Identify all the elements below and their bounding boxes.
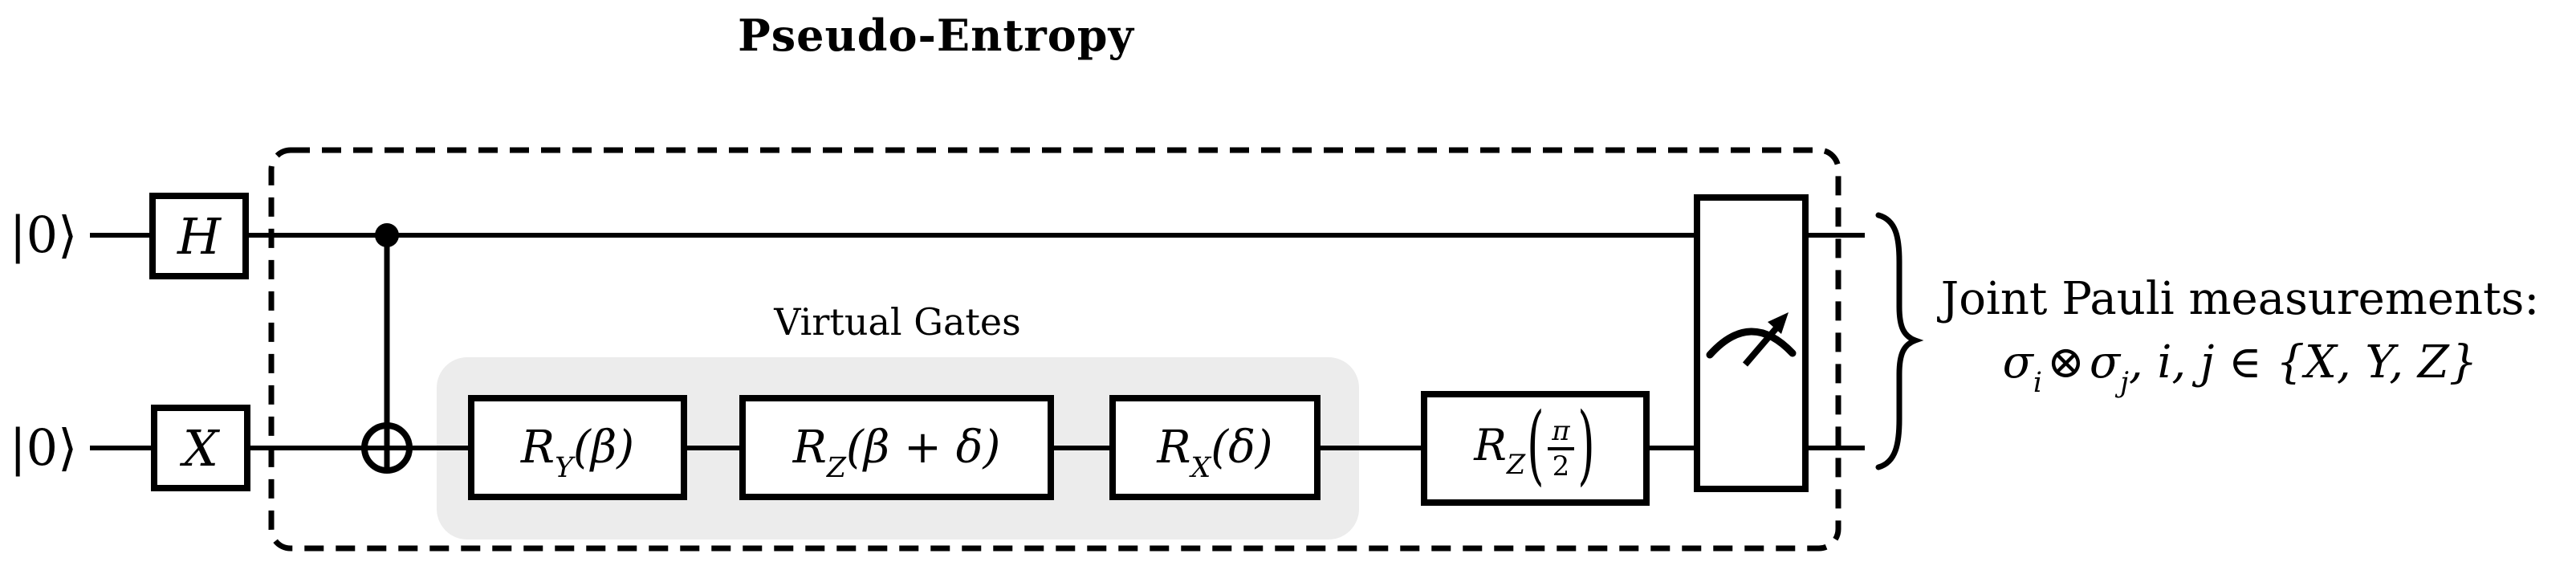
gate-base: R [792, 421, 827, 474]
rx-delta-gate: RX(δ) [1109, 395, 1321, 500]
rz-beta-plus-delta-gate-label: RZ(β + δ) [792, 421, 1001, 482]
sigma-i-subscript: i [2033, 367, 2042, 400]
x-gate: X [151, 405, 250, 491]
qubit1-ket-label: |0⟩ [9, 418, 78, 477]
annotation-line2: σi⊗σj, i, j ∈ {X, Y, Z} [1904, 336, 2576, 397]
hadamard-gate-label: H [177, 206, 222, 266]
gate-argument: (δ) [1211, 421, 1273, 474]
gate-argument: (β + δ) [845, 421, 1001, 474]
tensor-product-icon: ⊗ [2046, 336, 2085, 389]
meter-needle [1742, 323, 1782, 367]
gate-base: R [520, 421, 555, 474]
gate-subscript: Z [1506, 449, 1526, 481]
gate-argument: (β) [573, 421, 635, 474]
right-curly-brace-icon [1875, 212, 1924, 470]
index-set-text: , i, j ∈ {X, Y, Z} [2128, 336, 2478, 389]
gate-subscript: Y [555, 452, 573, 485]
gate-subscript: Z [826, 452, 846, 485]
close-paren: ) [1577, 393, 1595, 495]
meter-needle-arrowhead [1768, 312, 1789, 334]
gate-subscript: X [1190, 452, 1211, 485]
x-gate-label: X [182, 418, 219, 478]
open-paren: ( [1527, 393, 1544, 495]
sigma-j: σ [2089, 336, 2121, 389]
virtual-gates-label: Virtual Gates [774, 300, 1021, 344]
fraction-numerator: π [1552, 414, 1570, 447]
gate-base: R [1474, 419, 1507, 470]
annotation-line1: Joint Pauli measurements: [1940, 273, 2540, 325]
qubit0-ket-label: |0⟩ [9, 206, 78, 264]
sigma-i: σ [2002, 336, 2033, 389]
cnot-target-icon [361, 422, 413, 474]
rx-delta-gate-label: RX(δ) [1157, 421, 1273, 482]
sigma-j-subscript: j [2120, 367, 2129, 400]
measurement-annotation: Joint Pauli measurements: σi⊗σj, i, j ∈ … [1904, 273, 2576, 397]
joint-measurement-box [1694, 194, 1809, 492]
meter-arc [1706, 328, 1797, 359]
hadamard-gate: H [149, 193, 249, 279]
rz-beta-plus-delta-gate: RZ(β + δ) [739, 395, 1054, 500]
meter-icon [1706, 312, 1797, 367]
gate-base: R [1157, 421, 1191, 474]
ry-beta-gate-label: RY(β) [520, 421, 635, 482]
control-dot-icon [375, 223, 399, 247]
ry-beta-gate: RY(β) [468, 395, 687, 500]
dashed-circuit-boundary [268, 147, 1841, 552]
diagram-title: Pseudo-Entropy [738, 10, 1134, 61]
fraction-denominator: 2 [1547, 446, 1575, 480]
